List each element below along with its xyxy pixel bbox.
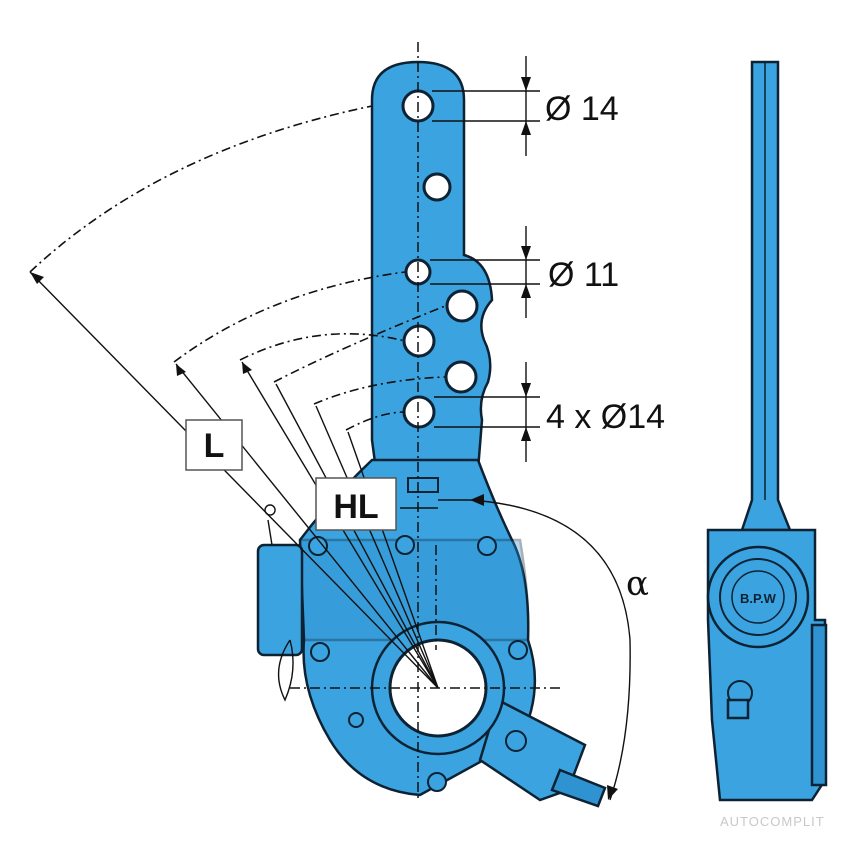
bolt [395,535,415,555]
hole [402,395,436,429]
side-view: B.P.W [706,60,828,802]
diameter-mid-label: Ø 11 [548,256,619,294]
hole-length-box: HL [315,477,397,531]
housing [256,458,607,808]
side-logo: B.P.W [740,591,777,606]
lever-length-box: L [185,419,243,471]
hole-plain [422,172,452,202]
angle-label: α [626,564,649,604]
diameter-multi-label: 4 x Ø14 [546,398,665,436]
bolt [427,772,447,792]
diameter-top-label: Ø 14 [545,90,619,128]
center-lines [290,42,560,800]
bolt [310,642,330,662]
dimension-lines [430,56,540,462]
hole [444,360,478,394]
hole-length-label: HL [333,488,378,526]
bolt [505,730,527,752]
bolt [477,536,497,556]
hole [402,324,436,358]
radius-lines [29,105,446,689]
bolt [308,536,328,556]
holes [401,89,479,429]
angle-arc [438,494,631,801]
watermark: AUTOCOMPLIT [720,814,825,829]
hole [445,289,479,323]
lever-length-label: L [204,427,225,465]
bolt [348,712,364,728]
bolt [508,640,528,660]
